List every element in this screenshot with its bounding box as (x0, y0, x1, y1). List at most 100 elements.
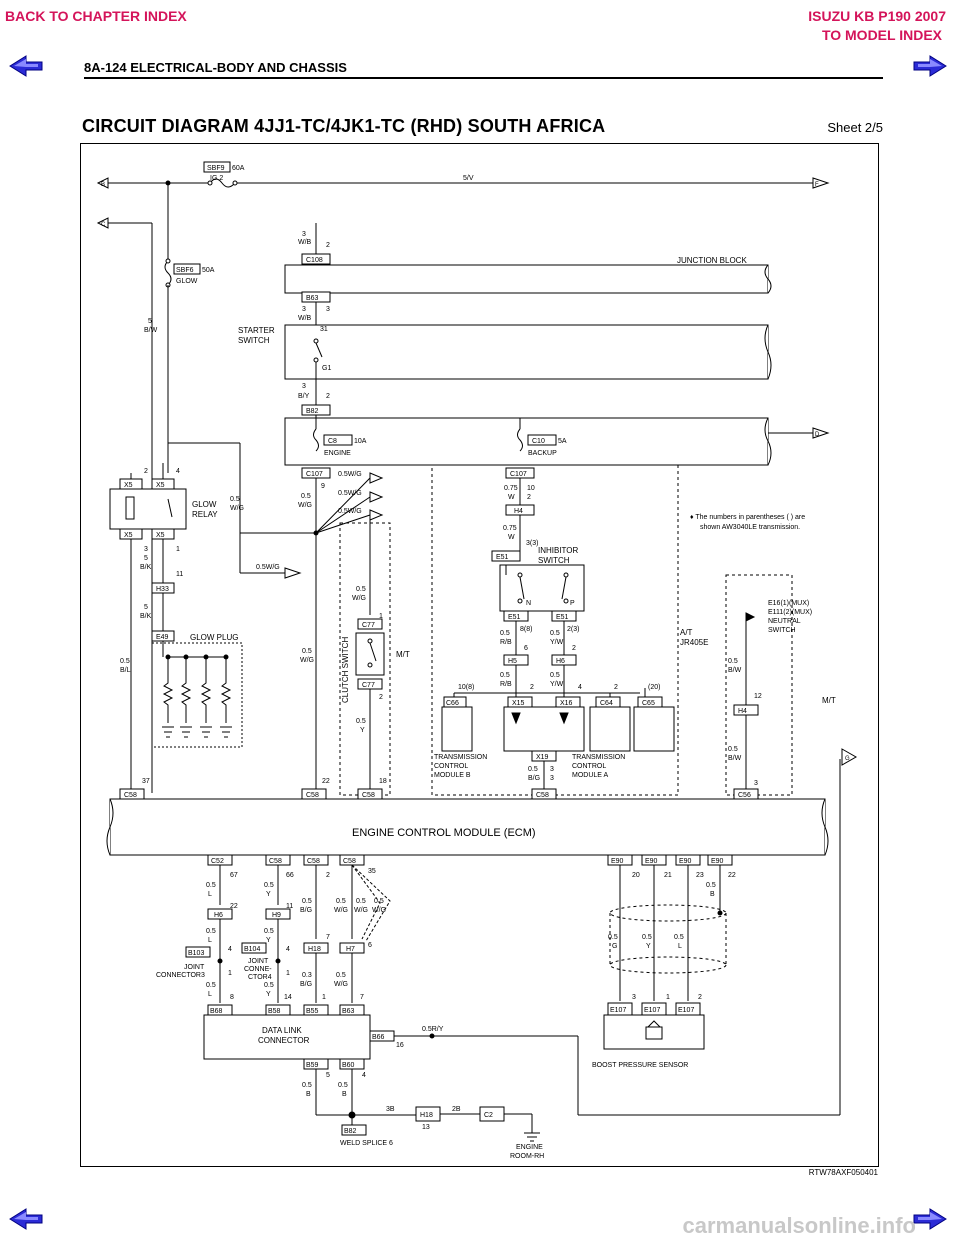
svg-text:C77: C77 (362, 622, 375, 629)
svg-text:C58: C58 (362, 792, 375, 799)
svg-text:0.5: 0.5 (728, 746, 738, 753)
svg-text:2: 2 (326, 242, 330, 249)
svg-text:B104: B104 (244, 946, 260, 953)
model-title-link[interactable]: ISUZU KB P190 2007 (808, 8, 946, 24)
svg-text:W/G: W/G (354, 907, 368, 914)
svg-text:STARTER: STARTER (238, 326, 275, 335)
svg-text:0.5R/Y: 0.5R/Y (422, 1026, 444, 1033)
svg-text:8(8): 8(8) (520, 626, 532, 633)
svg-text:B/L: B/L (120, 667, 131, 674)
svg-text:0.5: 0.5 (336, 898, 346, 905)
next-page-arrow-bottom-icon[interactable] (912, 1207, 948, 1231)
svg-text:BACKUP: BACKUP (528, 450, 557, 457)
svg-text:0.5: 0.5 (550, 630, 560, 637)
svg-text:22: 22 (728, 872, 736, 879)
header-rule (84, 77, 883, 79)
svg-text:Y: Y (266, 991, 271, 998)
svg-text:R/B: R/B (500, 681, 512, 688)
svg-text:0.5W/G: 0.5W/G (338, 508, 362, 515)
svg-text:8: 8 (230, 994, 234, 1001)
next-page-arrow-icon[interactable] (912, 54, 948, 78)
svg-text:W/G: W/G (230, 505, 244, 512)
svg-text:B103: B103 (188, 950, 204, 957)
svg-text:14: 14 (284, 994, 292, 1001)
svg-text:0.3: 0.3 (302, 972, 312, 979)
svg-text:RELAY: RELAY (192, 510, 218, 519)
svg-text:0.5: 0.5 (500, 672, 510, 679)
svg-text:R/B: R/B (500, 639, 512, 646)
svg-text:2: 2 (527, 494, 531, 501)
svg-text:Y/W: Y/W (550, 681, 564, 688)
svg-text:B59: B59 (306, 1062, 319, 1069)
svg-text:C56: C56 (738, 792, 751, 799)
svg-text:P: P (570, 600, 575, 607)
svg-text:0.75: 0.75 (503, 525, 517, 532)
engine-ground-label: ENGINE (516, 1144, 543, 1151)
svg-text:MODULE A: MODULE A (572, 772, 609, 779)
svg-text:C2: C2 (484, 1112, 493, 1119)
svg-text:3(3): 3(3) (526, 540, 538, 547)
svg-text:CONTROL: CONTROL (434, 763, 468, 770)
svg-text:TRANSMISSION: TRANSMISSION (572, 754, 625, 761)
svg-text:SWITCH: SWITCH (768, 627, 796, 634)
svg-text:3: 3 (754, 780, 758, 787)
svg-text:(20): (20) (648, 684, 660, 691)
svg-text:L: L (208, 937, 212, 944)
svg-text:L: L (208, 891, 212, 898)
svg-text:C64: C64 (600, 700, 613, 707)
svg-text:0.75: 0.75 (504, 485, 518, 492)
terminal-c: C (96, 217, 109, 229)
svg-text:6: 6 (524, 645, 528, 652)
svg-text:W: W (508, 534, 515, 541)
svg-text:10(8): 10(8) (458, 684, 474, 691)
svg-text:4: 4 (286, 946, 290, 953)
svg-text:22: 22 (322, 778, 330, 785)
svg-text:B: B (710, 891, 715, 898)
svg-text:B82: B82 (344, 1128, 357, 1135)
svg-text:20: 20 (632, 872, 640, 879)
svg-text:22: 22 (230, 903, 238, 910)
svg-text:B63: B63 (306, 295, 319, 302)
glow-plug-3 (200, 654, 212, 738)
svg-text:4: 4 (578, 684, 582, 691)
glow-relay-label: GLOW (192, 500, 217, 509)
prev-page-arrow-icon[interactable] (8, 54, 44, 78)
svg-text:E111(2)(MUX): E111(2)(MUX) (768, 609, 812, 616)
back-to-chapter-index-link[interactable]: BACK TO CHAPTER INDEX (5, 8, 187, 24)
svg-text:X5: X5 (124, 482, 133, 489)
svg-text:0.5: 0.5 (642, 934, 652, 941)
svg-text:0.5: 0.5 (301, 493, 311, 500)
svg-text:4: 4 (176, 468, 180, 475)
watermark-url[interactable]: carmanualsonline.info (682, 1213, 917, 1238)
prev-page-arrow-bottom-icon[interactable] (8, 1207, 44, 1231)
svg-text:C58: C58 (536, 792, 549, 799)
svg-text:0.5: 0.5 (500, 630, 510, 637)
model-index-link[interactable]: TO MODEL INDEX (821, 27, 942, 43)
svg-text:JOINT: JOINT (184, 964, 205, 971)
svg-text:0.5: 0.5 (302, 648, 312, 655)
svg-text:0.5: 0.5 (338, 1082, 348, 1089)
svg-text:1: 1 (322, 994, 326, 1001)
svg-text:Y/W: Y/W (550, 639, 564, 646)
svg-text:66: 66 (286, 872, 294, 879)
svg-text:X5: X5 (156, 532, 165, 539)
svg-text:0.5: 0.5 (674, 934, 684, 941)
svg-text:3: 3 (632, 994, 636, 1001)
transmission-note: ♦ The numbers in parentheses ( ) are (690, 514, 805, 521)
svg-text:H5: H5 (508, 658, 517, 665)
svg-text:60A: 60A (232, 165, 245, 172)
svg-text:2: 2 (326, 872, 330, 879)
svg-text:1: 1 (379, 613, 383, 620)
svg-text:11: 11 (176, 571, 183, 578)
svg-text:0.5: 0.5 (728, 658, 738, 665)
svg-text:50A: 50A (202, 267, 215, 274)
svg-text:0.5: 0.5 (120, 658, 130, 665)
svg-text:E90: E90 (679, 858, 692, 865)
svg-text:5A: 5A (558, 438, 567, 445)
svg-text:4: 4 (362, 1072, 366, 1079)
svg-text:W/G: W/G (352, 595, 366, 602)
svg-text:JOINT: JOINT (248, 958, 269, 965)
svg-text:W/G: W/G (300, 657, 314, 664)
svg-text:X16: X16 (560, 700, 573, 707)
svg-text:7: 7 (326, 934, 330, 941)
